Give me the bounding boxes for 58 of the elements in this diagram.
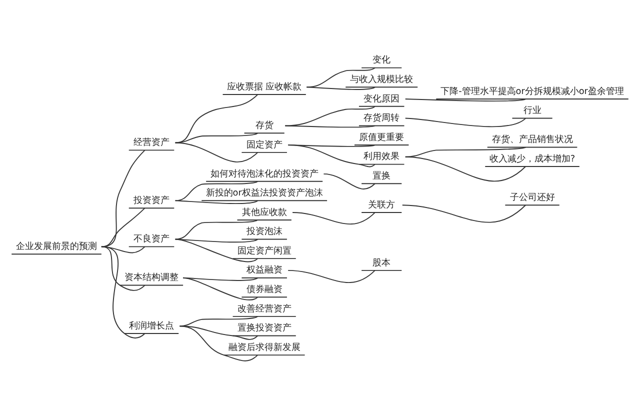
connector [174,94,258,144]
connector [174,132,258,144]
node-text: 置换投资资产 [237,324,292,334]
connector [404,118,526,128]
node-text: 投资泡沫 [246,227,282,238]
connector [284,106,376,126]
connector [174,238,258,262]
node-text: 存货 [255,121,274,132]
connector [288,144,376,168]
connector [174,200,258,204]
node-text: 原值更重要 [359,132,404,143]
connector [404,156,526,182]
node-text: 资本结构调整 [124,273,179,284]
node-text: 固定资产闲置 [237,246,292,256]
node-text: 其他应收款 [242,208,287,218]
node-text: 存货、产品销售状况 [492,135,573,146]
node-text: 新投的or权益法投资资产泡沫 [206,188,323,199]
connector [306,86,376,90]
connector [182,277,258,300]
connector [284,125,376,128]
node-text: 存货周转 [364,114,400,124]
connector [179,326,258,340]
node-text: 变化原因 [364,94,400,104]
node-text: 与收入规模比较 [350,74,414,85]
node-text: 变化 [372,56,391,66]
node-text: 固定资产 [246,140,282,150]
node-text: 股本 [372,258,391,268]
connector [288,270,376,284]
connector [323,173,376,190]
node-text: 企业发展前景的预测 [16,242,98,252]
node-text: 应收票据 应收帐款 [226,82,302,92]
connector [100,208,146,248]
node-text: 利用效果 [364,152,400,162]
connector [174,180,258,202]
node-text: 权益融资 [246,266,282,276]
connector [404,98,526,102]
node-text: 如何对待泡沫化的投资资产 [210,169,318,180]
connector [292,212,376,225]
node-text: 债券融资 [246,285,282,296]
connector [179,326,258,362]
node-text: 改善经营资产 [237,304,292,314]
connector [174,219,258,240]
node-text: 下降-管理水平提高or分拆规模减小or盈余管理 [440,86,624,97]
connector [174,142,258,162]
node-text: 收入减少，成本增加? [489,154,576,164]
connector [100,246,146,291]
node-text: 融资后求得新发展 [228,342,300,353]
node-text: 投资资产 [134,196,170,206]
node-text: 置换 [372,171,391,182]
node-text: 关联方 [368,200,396,210]
node-text: 子公司还好 [510,193,555,203]
connector [100,246,146,338]
connector [100,150,146,248]
node-text: 不良资产 [134,234,170,245]
node-text: 经营资产 [134,138,170,148]
connector [402,204,526,223]
node-text: 行业 [523,106,542,116]
node-text: 利润增长点 [129,321,174,332]
